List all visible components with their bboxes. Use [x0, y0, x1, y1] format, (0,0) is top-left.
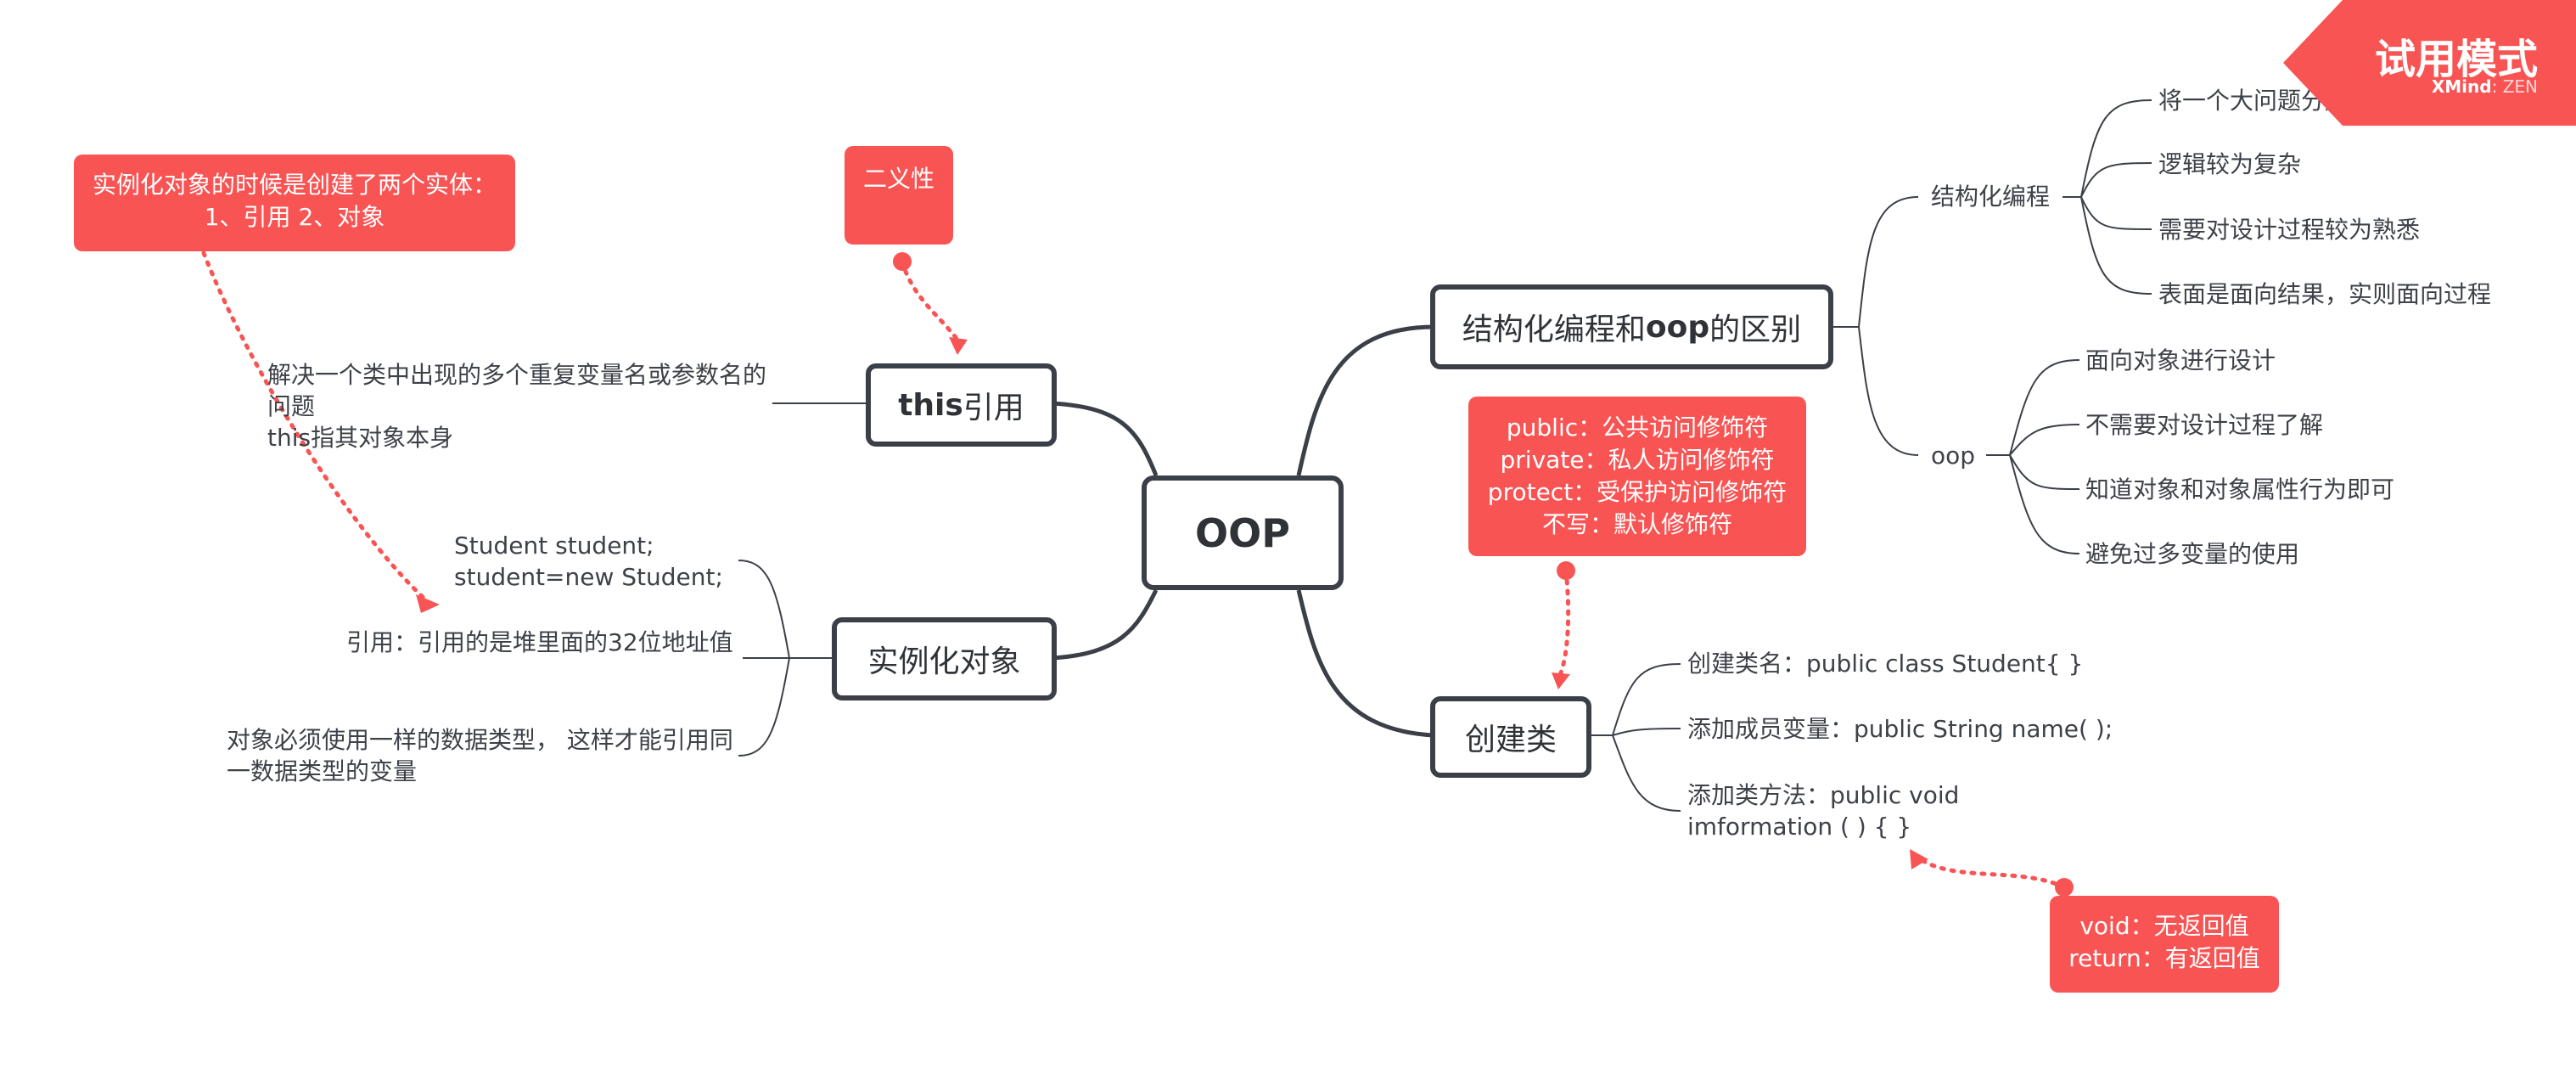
link-structured-leaves [2062, 99, 2152, 295]
leaf-create-class-name[interactable]: 创建类名：public class Student{ } [1687, 650, 2084, 678]
relation-arrow [1910, 849, 1928, 869]
relation-arrow [416, 594, 440, 613]
leaf-structured-2[interactable]: 逻辑较为复杂 [2158, 150, 2302, 178]
link-root-createclass [1296, 589, 1435, 738]
subtopic-structured-programming[interactable]: 结构化编程 [1931, 183, 2051, 211]
leaf-reference-address[interactable]: 引用：引用的是堆里面的32位地址值 [346, 628, 733, 656]
callout-duality[interactable]: 二义性 [845, 146, 953, 245]
leaf-oop-1[interactable]: 面向对象进行设计 [2085, 346, 2276, 374]
trial-mode-badge: 试用模式 XMind: ZEN [2283, 0, 2576, 126]
xmind-brand-logo: XMind: ZEN [2431, 76, 2538, 97]
leaf-student-declaration[interactable]: Student student; student=new Student; [454, 532, 723, 591]
relation-dot [2055, 878, 2074, 897]
leaf-structured-4[interactable]: 表面是面向结果，实则面向过程 [2158, 280, 2492, 308]
callout-access-modifiers[interactable]: public：公共访问修饰符 private：私人访问修饰符 protect：受… [1468, 397, 1806, 556]
relation-dot [1557, 561, 1575, 580]
link-structured-subnodes [1833, 196, 1919, 456]
link-instantiate-leaves [738, 560, 832, 757]
link-root-instantiate [1052, 588, 1159, 661]
relation-arrow [1552, 672, 1570, 689]
relation-dot [893, 252, 912, 271]
leaf-structured-3[interactable]: 需要对设计过程较为熟悉 [2158, 216, 2421, 244]
leaf-oop-2[interactable]: 不需要对设计过程了解 [2085, 411, 2324, 439]
topic-instantiate-object[interactable]: 实例化对象 [832, 617, 1057, 700]
relation-modifiers [1557, 568, 1571, 678]
trial-mode-title: 试用模式 [2374, 36, 2538, 83]
leaf-oop-3[interactable]: 知道对象和对象属性行为即可 [2085, 475, 2395, 504]
relation-return [1916, 855, 2067, 890]
relation-duality [900, 259, 960, 342]
link-createclass-leaves [1591, 663, 1681, 812]
callout-return-values[interactable]: void：无返回值 return：有返回值 [2050, 896, 2279, 993]
leaf-class-method[interactable]: 添加类方法：public void imformation ( ) { } [1687, 781, 1960, 841]
subtopic-oop[interactable]: oop [1931, 442, 1976, 470]
leaf-this-description[interactable]: 解决一个类中出现的多个重复变量名或参数名的 问题 this指其对象本身 [267, 361, 767, 452]
topic-create-class[interactable]: 创建类 [1430, 696, 1591, 778]
callout-two-entities[interactable]: 实例化对象的时候是创建了两个实体： 1、引用 2、对象 [74, 155, 515, 251]
link-root-this [1052, 401, 1159, 476]
link-root-structured [1296, 324, 1435, 476]
leaf-same-data-type[interactable]: 对象必须使用一样的数据类型， 这样才能引用同 一数据类型的变量 [227, 726, 733, 785]
leaf-member-variable[interactable]: 添加成员变量：public String name( ); [1687, 715, 2113, 743]
relation-two-entities [201, 250, 427, 601]
relation-arrow [949, 337, 968, 355]
link-oop-leaves [1986, 359, 2080, 554]
root-topic[interactable]: OOP [1142, 475, 1344, 590]
leaf-oop-4[interactable]: 避免过多变量的使用 [2085, 540, 2300, 568]
